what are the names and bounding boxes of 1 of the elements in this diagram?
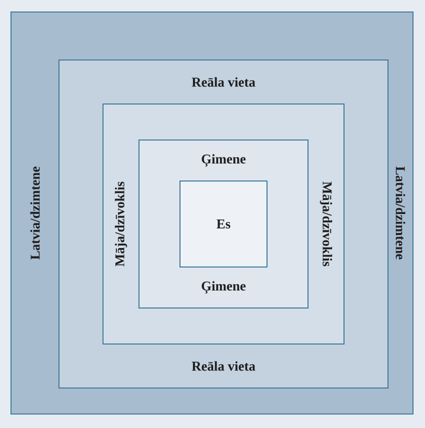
self-box: Es [180,180,268,268]
